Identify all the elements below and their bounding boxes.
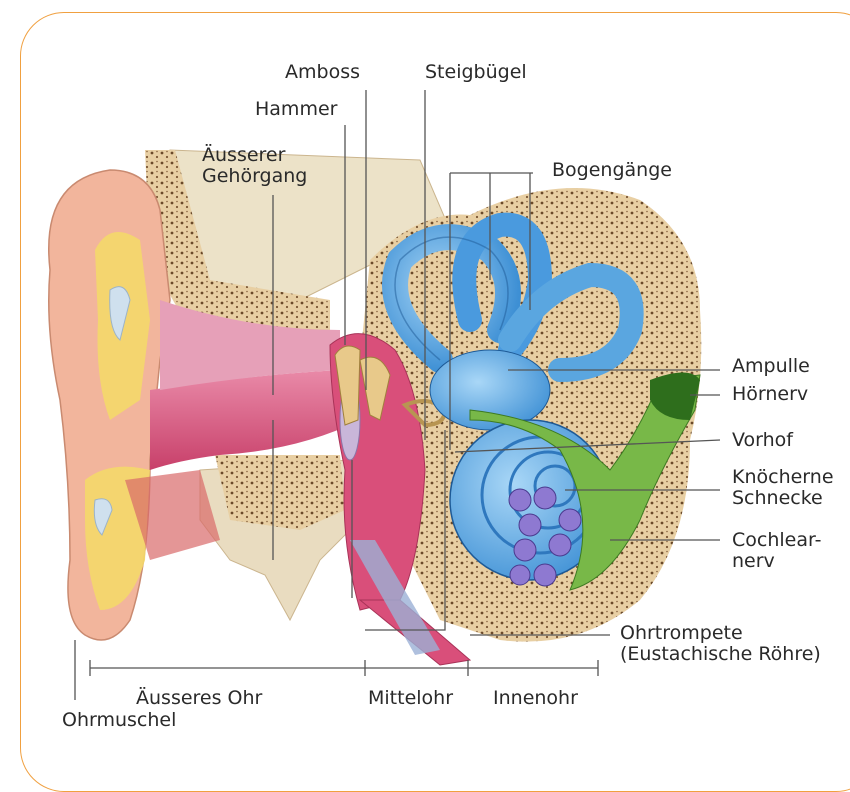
label-cochlear: Cochlear- <box>732 530 821 551</box>
label-nerv: nerv <box>732 551 821 572</box>
label-schnecke: Schnecke <box>732 488 834 509</box>
label-knoecherne-schnecke: Knöcherne Schnecke <box>732 467 834 509</box>
label-ohrmuschel: Ohrmuschel <box>62 710 176 731</box>
label-cochlearnerv: Cochlear- nerv <box>732 530 821 572</box>
label-hammer: Hammer <box>255 99 337 120</box>
label-aeusseres-ohr: Äusseres Ohr <box>136 688 262 709</box>
label-aeusserer: Äusserer <box>202 145 307 166</box>
label-bogengaenge: Bogengänge <box>552 160 672 181</box>
label-aeusserer-gehoergang: Äusserer Gehörgang <box>202 145 307 187</box>
label-steigbuegel: Steigbügel <box>425 62 527 83</box>
label-ohrtrompete-main: Ohrtrompete <box>620 623 821 644</box>
label-knoecherne: Knöcherne <box>732 467 834 488</box>
label-ohrtrompete: Ohrtrompete (Eustachische Röhre) <box>620 623 821 665</box>
label-mittelohr: Mittelohr <box>368 688 453 709</box>
label-hoernerv: Hörnerv <box>732 384 808 405</box>
label-amboss: Amboss <box>285 62 360 83</box>
label-vorhof: Vorhof <box>732 430 793 451</box>
label-ampulle: Ampulle <box>732 356 810 377</box>
region-bracket <box>90 660 598 676</box>
label-eustachische-roehre: (Eustachische Röhre) <box>620 644 821 665</box>
label-gehoergang: Gehörgang <box>202 166 307 187</box>
label-innenohr: Innenohr <box>493 688 578 709</box>
